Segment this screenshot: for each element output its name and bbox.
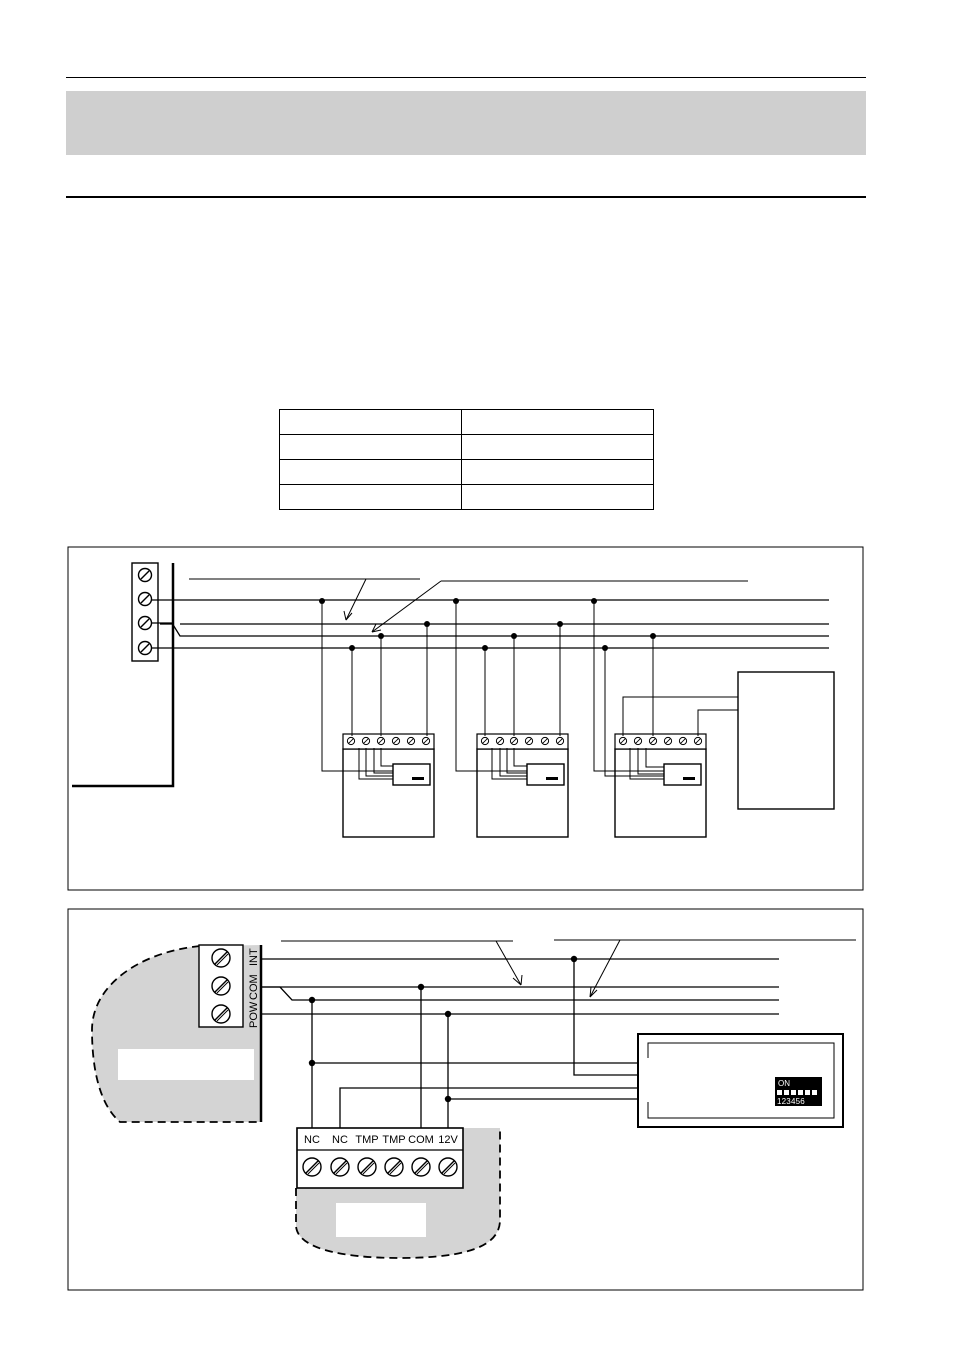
screw-terminal-icon — [211, 1004, 231, 1024]
tamper-label-box — [336, 1203, 426, 1237]
bus-wires — [262, 958, 779, 1015]
table-cell — [461, 484, 654, 510]
screw-terminal-icon — [137, 615, 153, 631]
module-2 — [455, 601, 569, 838]
pin-label-tmp: TMP — [355, 1134, 378, 1146]
external-device-box — [737, 671, 835, 810]
screw-terminal-icon — [137, 567, 153, 583]
callout-lines — [189, 578, 748, 633]
screw-terminal-icon — [302, 1157, 322, 1177]
pin-label-com: COM — [408, 1134, 434, 1146]
screw-terminal-icon — [384, 1157, 404, 1177]
external-module: ON 123456 — [637, 1033, 844, 1128]
diagram-bus-wiring — [67, 546, 864, 891]
section-rule — [66, 196, 866, 198]
device-wires — [311, 959, 638, 1128]
terminal-label-int: INT — [248, 948, 260, 966]
dip-on-label: ON — [778, 1079, 790, 1088]
table-row — [279, 484, 654, 510]
callout-lines — [281, 939, 856, 998]
terminal-label-pow: POW — [248, 1001, 260, 1028]
pin-label-12v: 12V — [438, 1134, 458, 1146]
screw-terminal-icon — [211, 976, 231, 996]
header-rule — [66, 77, 866, 78]
screw-terminal-icon — [330, 1157, 350, 1177]
dip-switch-icon: ON 123456 — [775, 1077, 822, 1106]
section-title-band — [66, 91, 866, 155]
pin-label-nc: NC — [304, 1134, 320, 1146]
module-3 — [593, 601, 738, 838]
screw-terminal-icon — [211, 948, 231, 968]
screw-terminal-icon — [357, 1157, 377, 1177]
pin-label-nc: NC — [332, 1134, 348, 1146]
screw-terminal-icon — [137, 640, 153, 656]
module-1 — [321, 601, 435, 838]
panel-label-box — [118, 1049, 254, 1080]
tamper-terminal-block — [296, 1127, 464, 1189]
screw-terminal-icon — [137, 591, 153, 607]
settings-table — [279, 409, 654, 510]
dip-numbers: 123456 — [777, 1097, 805, 1106]
bus-wires — [152, 599, 829, 649]
table-cell — [279, 484, 462, 510]
screw-terminal-icon — [438, 1157, 458, 1177]
screw-terminal-icon — [411, 1157, 431, 1177]
pin-label-tmp: TMP — [382, 1134, 405, 1146]
terminal-label-com: COM — [248, 974, 260, 1000]
diagram-detail-wiring: INT COM POW — [67, 908, 864, 1291]
control-panel-edge — [72, 563, 175, 788]
